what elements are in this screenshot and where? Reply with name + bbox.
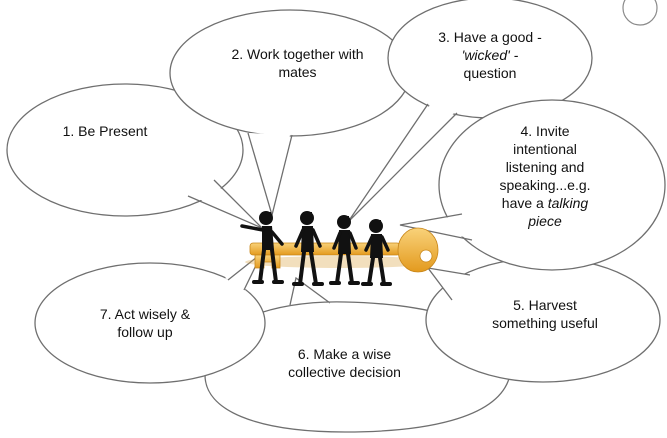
bubble-1 [6,83,263,229]
bubble-2-text: 2. Work together with mates [210,45,385,81]
bubble-1-line-1: 1. Be Present [62,123,148,139]
bubble-2-line-2: mates [278,64,317,80]
bubble-7-line-2: follow up [117,324,173,340]
bubble-7-line-1: 7. Act wisely & [99,306,191,322]
bubble-4-line-3: listening and [505,159,585,175]
bubble-3-line-2: 'wicked' - [461,47,519,63]
bubble-4-line-5: have a talking [480,194,610,212]
bubble-4-line-2: intentional [513,141,577,157]
bubble-7-text: 7. Act wisely & follow up [70,305,220,341]
bubble-6-line-2: collective decision [288,364,401,380]
bubble-5-line-1: 5. Harvest [513,297,577,313]
bubble-4-line-4: speaking...e.g. [499,177,591,193]
bubble-7 [34,252,266,384]
bubble-4-line-6: piece [528,213,562,229]
bubble-3-line-1: 3. Have a good - [438,29,542,45]
bubble-5-text: 5. Harvest something useful [470,296,620,332]
bubble-5-line-2: something useful [492,315,598,331]
bubble-4-line-5-a: have a [501,195,548,211]
decorative-circle [622,0,658,26]
bubble-6-line-1: 6. Make a wise [297,346,392,362]
bubble-4-line-1: 4. Invite [520,123,570,139]
bubble-2 [169,9,411,218]
bubble-3-line-3: question [463,65,517,81]
bubble-3-text: 3. Have a good - 'wicked' - question [430,28,550,82]
bubble-2-line-1: 2. Work together with [231,46,364,62]
bubble-4-text: 4. Invite intentional listening and spea… [480,122,610,230]
bubble-1-text: 1. Be Present [30,122,180,140]
bubble-4-line-5-b: talking [547,195,589,211]
bubble-6-text: 6. Make a wise collective decision [262,345,427,381]
bubble-4 [399,99,666,271]
four-people-carrying-key-icon [240,211,439,286]
